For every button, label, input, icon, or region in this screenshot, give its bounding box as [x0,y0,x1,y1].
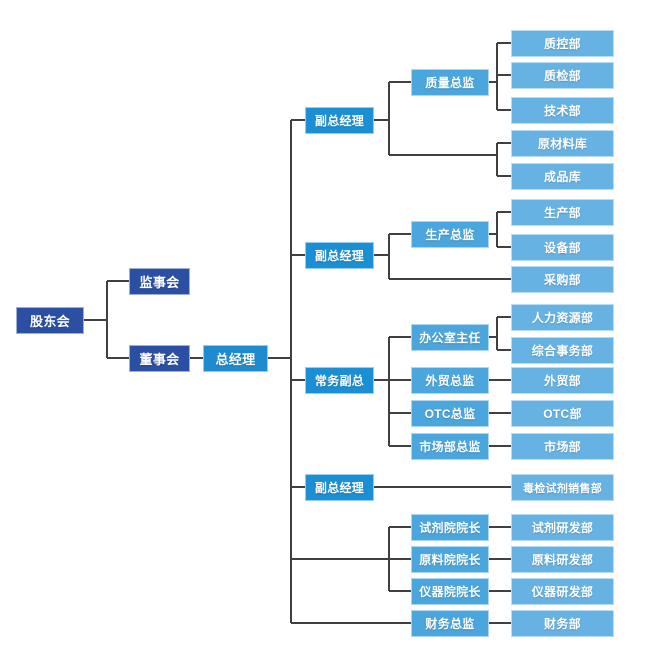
node-board-of-supervisors[interactable]: 监事会 [129,268,190,295]
node-vice-president-production[interactable]: 副总经理 [305,242,374,269]
node-foreign-trade-director[interactable]: 外贸总监 [411,367,489,394]
node-department-equipment[interactable]: 设备部 [511,234,614,261]
node-department-technology[interactable]: 技术部 [511,97,614,124]
node-department-quality-inspection[interactable]: 质检部 [511,62,614,89]
node-instrument-institute-dean[interactable]: 仪器院院长 [411,578,489,605]
node-department-instrument-rnd[interactable]: 仪器研发部 [511,578,614,605]
node-department-quality-control[interactable]: 质控部 [511,30,614,57]
node-marketing-director[interactable]: 市场部总监 [411,433,489,460]
node-raw-material-institute-dean[interactable]: 原料院院长 [411,546,489,573]
node-vice-president-quality[interactable]: 副总经理 [305,107,374,134]
node-general-manager[interactable]: 总经理 [203,345,268,372]
node-department-marketing[interactable]: 市场部 [511,433,614,460]
node-department-purchasing[interactable]: 采购部 [511,266,614,293]
node-department-general-affairs[interactable]: 综合事务部 [511,337,614,364]
node-office-manager[interactable]: 办公室主任 [411,324,489,351]
node-finance-director[interactable]: 财务总监 [411,610,489,637]
node-production-director[interactable]: 生产总监 [411,221,489,248]
node-department-otc[interactable]: OTC部 [511,400,614,427]
node-board-of-directors[interactable]: 董事会 [129,345,190,372]
node-department-finance[interactable]: 财务部 [511,610,614,637]
node-reagent-institute-dean[interactable]: 试剂院院长 [411,514,489,541]
node-department-foreign-trade[interactable]: 外贸部 [511,367,614,394]
node-department-production[interactable]: 生产部 [511,199,614,226]
node-raw-material-warehouse[interactable]: 原材料库 [511,130,614,157]
node-finished-goods-warehouse[interactable]: 成品库 [511,163,614,190]
node-quality-director[interactable]: 质量总监 [411,69,489,96]
node-department-human-resources[interactable]: 人力资源部 [511,304,614,331]
node-shareholders[interactable]: 股东会 [16,307,84,334]
node-department-raw-material-rnd[interactable]: 原料研发部 [511,546,614,573]
node-executive-vice-president[interactable]: 常务副总 [305,367,374,394]
node-vice-president-sales[interactable]: 副总经理 [305,474,374,501]
node-department-reagent-rnd[interactable]: 试剂研发部 [511,514,614,541]
node-otc-director[interactable]: OTC总监 [411,400,489,427]
node-department-toxicology-reagent-sales[interactable]: 毒检试剂销售部 [511,474,614,501]
